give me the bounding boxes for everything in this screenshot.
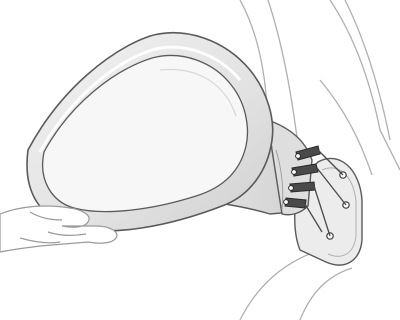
screw-head: [296, 154, 301, 159]
screw-3: [290, 182, 315, 192]
door-lower-line-2: [300, 268, 352, 320]
pillar-inner-line: [345, 0, 390, 140]
screw-head: [284, 200, 289, 205]
pillar-edge-line: [330, 0, 400, 170]
screw-head: [292, 170, 297, 175]
screw-head: [289, 186, 294, 191]
door-lower-line: [240, 250, 320, 320]
